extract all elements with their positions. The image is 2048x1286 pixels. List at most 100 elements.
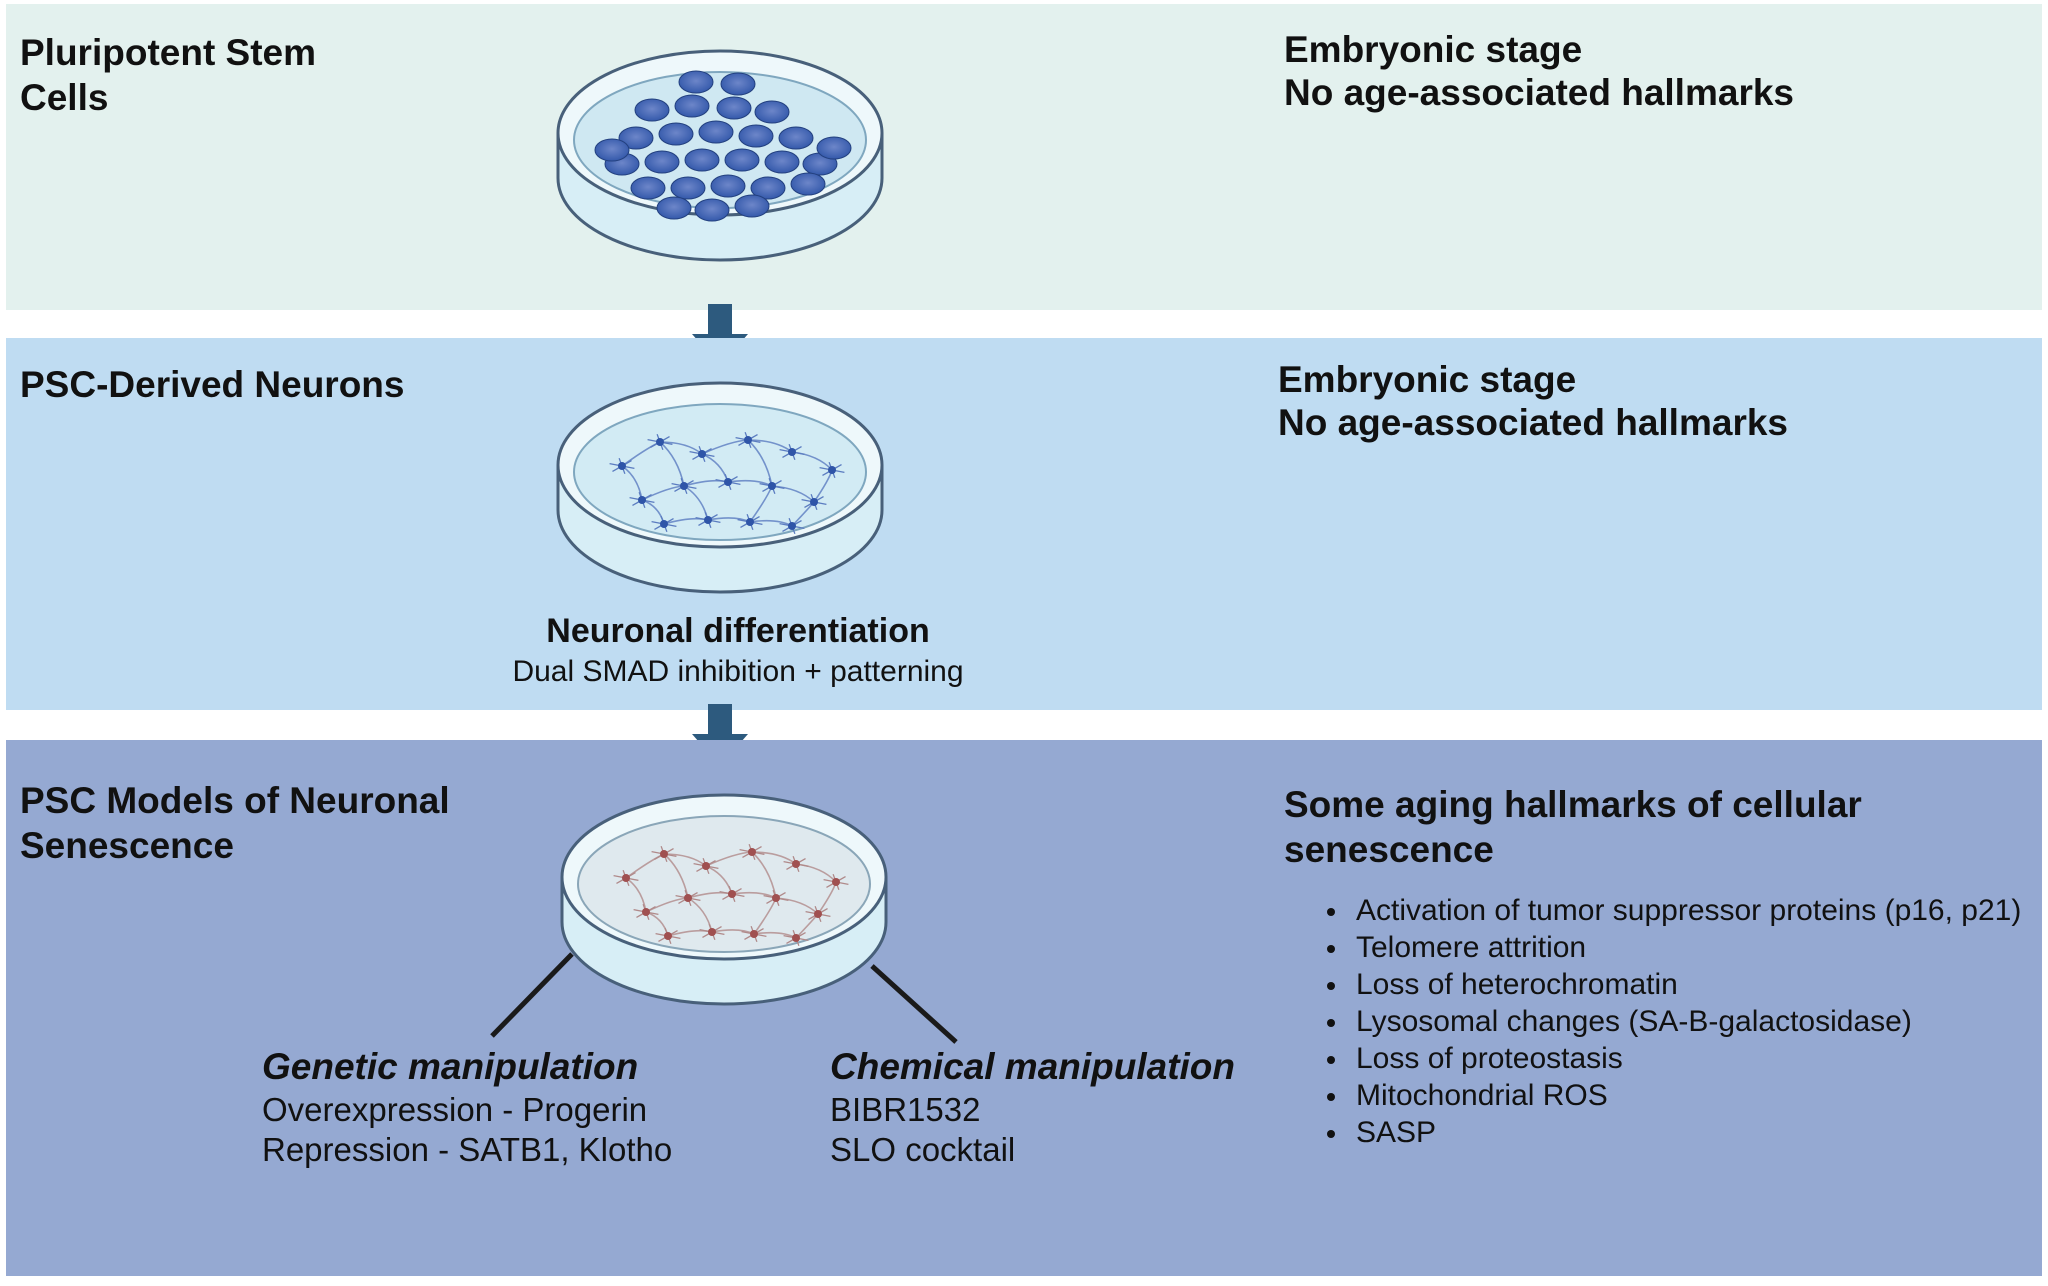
- neuron-body: [748, 848, 756, 856]
- neuron-body: [664, 932, 672, 940]
- stem-cell: [644, 150, 680, 174]
- petri-dish-senescent-neurons-icon: [560, 793, 888, 1006]
- method-title: Chemical manipulation: [830, 1046, 1236, 1087]
- neuron-body: [660, 850, 668, 858]
- stem-cell: [678, 70, 714, 94]
- neuron-body: [704, 516, 712, 524]
- stem-cell: [724, 148, 760, 172]
- hallmark-item: Activation of tumor suppressor proteins …: [1350, 892, 2048, 929]
- stage-title-senescence: PSC Models of Neuronal Senescence: [20, 780, 450, 866]
- method-chemical: Chemical manipulation BIBR1532 SLO cockt…: [830, 1044, 1235, 1170]
- hallmark-item: SASP: [1350, 1114, 2048, 1151]
- stem-cell: [790, 172, 826, 196]
- branch-line-chemical: [870, 964, 958, 1044]
- hallmarks-list: Activation of tumor suppressor proteins …: [1322, 892, 2048, 1151]
- stem-cell: [658, 122, 694, 146]
- stem-cell: [734, 194, 770, 218]
- neuron-body: [656, 438, 664, 446]
- neuron-body: [684, 894, 692, 902]
- neuron-body: [660, 520, 668, 528]
- hallmarks-title: Some aging hallmarks of cellular senesce…: [1284, 782, 1862, 872]
- stage-title-neurons: PSC-Derived Neurons: [20, 364, 405, 405]
- method-line: BIBR1532: [830, 1091, 981, 1128]
- neuron-body: [792, 934, 800, 942]
- neuron-body: [788, 522, 796, 530]
- stage-note-line: Embryonic stage: [1278, 359, 1577, 400]
- petri-dish-stem-cells-icon: [556, 49, 884, 262]
- stem-cell: [738, 124, 774, 148]
- neuron-body: [814, 910, 822, 918]
- senescent-neuron-network: [613, 843, 849, 947]
- neuron-body: [750, 930, 758, 938]
- neuron-body: [746, 518, 754, 526]
- stem-cell: [684, 148, 720, 172]
- neuron-body: [810, 498, 818, 506]
- stage-title-psc: Pluripotent Stem Cells: [20, 32, 317, 118]
- stem-cell: [754, 100, 790, 124]
- neuron-body: [772, 894, 780, 902]
- neuron-body: [708, 928, 716, 936]
- stem-cell: [674, 94, 710, 118]
- neuron-network: [609, 431, 845, 535]
- panel-psc-derived-neurons: [6, 338, 2042, 710]
- branch-line-genetic: [490, 952, 574, 1038]
- neuron-body: [680, 482, 688, 490]
- neuron-body: [788, 448, 796, 456]
- panel-neuronal-senescence: [6, 740, 2042, 1276]
- hallmark-item: Mitochondrial ROS: [1350, 1077, 2048, 1114]
- neuron-body: [724, 478, 732, 486]
- stem-cell: [670, 176, 706, 200]
- stem-cell: [720, 72, 756, 96]
- method-line: Repression - SATB1, Klotho: [262, 1131, 673, 1168]
- hallmarks-title-line: senescence: [1284, 829, 1494, 870]
- method-line: SLO cocktail: [830, 1131, 1016, 1168]
- stem-cell: [694, 198, 730, 222]
- stem-cell: [618, 126, 654, 150]
- neuron-body: [828, 466, 836, 474]
- hallmark-item: Telomere attrition: [1350, 929, 2048, 966]
- stem-cell: [710, 174, 746, 198]
- hallmarks-title-line: Some aging hallmarks of cellular: [1284, 784, 1862, 825]
- stage-note-neurons: Embryonic stage No age-associated hallma…: [1278, 358, 1788, 444]
- neuron-body: [702, 862, 710, 870]
- hallmark-item: Loss of heterochromatin: [1350, 966, 2048, 1003]
- arrow-down-icon: [692, 704, 748, 766]
- arrow-down-icon: [692, 304, 748, 366]
- stem-cell: [778, 126, 814, 150]
- stem-cell: [698, 120, 734, 144]
- stem-cell: [816, 136, 852, 160]
- stage-note-line: Embryonic stage: [1284, 29, 1583, 70]
- stem-cell: [634, 98, 670, 122]
- method-line: Overexpression - Progerin: [262, 1091, 648, 1128]
- differentiation-step: Neuronal differentiation Dual SMAD inhib…: [418, 610, 1058, 692]
- differentiation-step-detail: Dual SMAD inhibition + patterning: [512, 655, 964, 688]
- stem-cell: [716, 96, 752, 120]
- neuron-body: [832, 878, 840, 886]
- differentiation-step-title: Neuronal differentiation: [546, 612, 930, 650]
- stem-cell: [594, 138, 630, 162]
- neuron-body: [618, 462, 626, 470]
- neuron-body: [642, 908, 650, 916]
- stem-cell: [630, 176, 666, 200]
- method-genetic: Genetic manipulation Overexpression - Pr…: [262, 1044, 672, 1170]
- neuron-body: [728, 890, 736, 898]
- stem-cell-colony: [594, 70, 852, 222]
- stage-note-line: No age-associated hallmarks: [1284, 72, 1794, 113]
- neuron-body: [792, 860, 800, 868]
- petri-dish-neurons-icon: [556, 381, 884, 594]
- stem-cell: [656, 196, 692, 220]
- stem-cell: [764, 150, 800, 174]
- hallmark-item: Loss of proteostasis: [1350, 1040, 2048, 1077]
- neuron-body: [698, 450, 706, 458]
- hallmark-item: Lysosomal changes (SA-B-galactosidase): [1350, 1003, 2048, 1040]
- neuron-body: [638, 496, 646, 504]
- panel-pluripotent-stem-cells: [6, 4, 2042, 310]
- neuron-body: [768, 482, 776, 490]
- stage-note-line: No age-associated hallmarks: [1278, 402, 1788, 443]
- stage-note-psc: Embryonic stage No age-associated hallma…: [1284, 28, 1794, 114]
- neuron-body: [744, 436, 752, 444]
- stem-cell: [750, 176, 786, 200]
- method-title: Genetic manipulation: [262, 1046, 639, 1087]
- neuron-body: [622, 874, 630, 882]
